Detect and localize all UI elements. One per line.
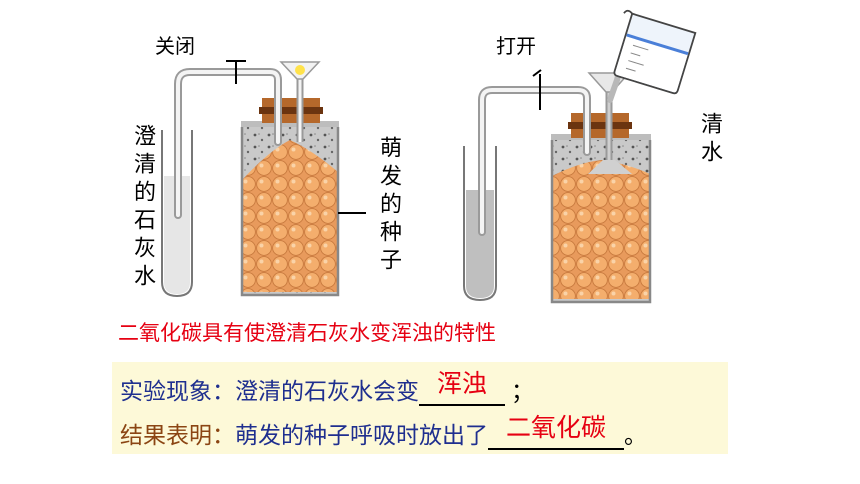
conclusion-text: 萌发的种子呼吸时放出了 <box>235 423 488 449</box>
right-valve-open <box>532 69 542 110</box>
pouring-beaker <box>613 9 697 95</box>
observation-answer: 浑浊 <box>436 369 487 398</box>
left-apparatus <box>161 60 366 298</box>
left-valve-closed <box>226 60 246 84</box>
observation-text: 澄清的石灰水会变 <box>235 379 419 405</box>
left-stopper <box>259 98 323 123</box>
right-stopper <box>568 113 632 138</box>
observation-suffix: ； <box>511 379 534 405</box>
germinating-seeds-label: 萌发的种子 <box>376 136 401 276</box>
observation-row: 实验现象：澄清的石灰水会变浑浊 ； <box>120 369 534 406</box>
conclusion-answer: 二氧化碳 <box>505 413 606 442</box>
limewater-label: 澄清的石灰水 <box>130 124 155 292</box>
valve-closed-label: 关闭 <box>155 34 195 58</box>
co2-property-statement: 二氧化碳具有使澄清石灰水变浑浊的特性 <box>118 321 496 345</box>
answer-box: 实验现象：澄清的石灰水会变浑浊 ； 结果表明：萌发的种子呼吸时放出了二氧化碳。 <box>112 362 728 454</box>
conclusion-blank: 二氧化碳 <box>488 413 624 450</box>
right-apparatus <box>463 9 697 304</box>
clear-water-label: 清水 <box>697 112 722 168</box>
observation-heading: 实验现象： <box>120 379 235 405</box>
conclusion-heading: 结果表明： <box>120 423 235 449</box>
left-funnel <box>279 61 321 142</box>
right-test-tube <box>463 146 497 302</box>
observation-blank: 浑浊 <box>419 369 505 406</box>
conclusion-row: 结果表明：萌发的种子呼吸时放出了二氧化碳。 <box>120 413 647 450</box>
left-bottle <box>240 121 340 297</box>
right-bottle <box>550 134 652 304</box>
valve-open-label: 打开 <box>496 34 536 58</box>
conclusion-suffix: 。 <box>624 423 647 449</box>
